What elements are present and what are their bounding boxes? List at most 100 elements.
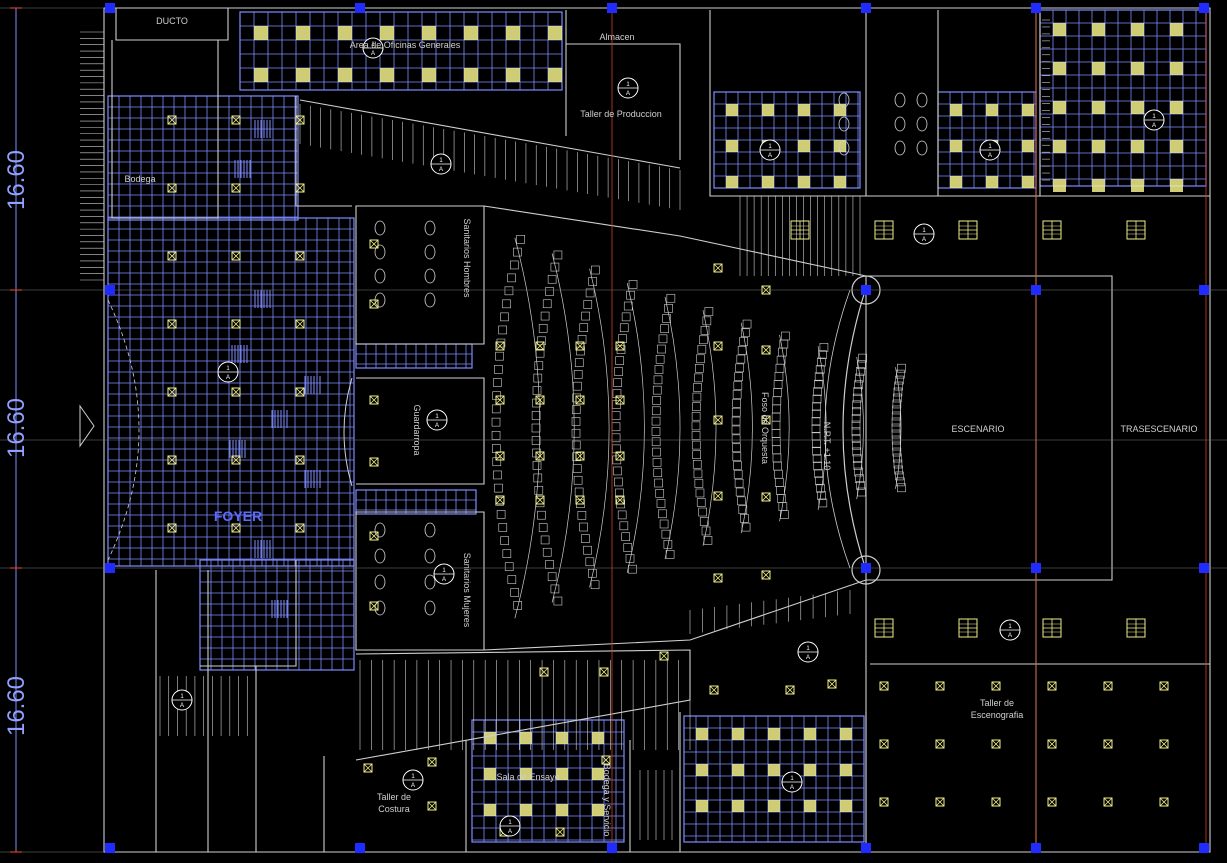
light-fixture	[231, 183, 241, 193]
seat-row	[691, 307, 717, 546]
light-fixture	[575, 451, 585, 461]
light-panel	[548, 26, 562, 40]
structural-column	[1031, 563, 1041, 573]
section-tag: 1A	[430, 153, 452, 175]
light-panel	[592, 732, 604, 744]
light-panel	[380, 26, 394, 40]
seat	[818, 498, 828, 508]
section-tag-top: 1	[768, 144, 772, 150]
seat	[665, 550, 675, 559]
seat	[542, 299, 552, 309]
light-fixture	[495, 495, 505, 505]
seat	[653, 375, 663, 385]
room-label-taller-costura-1: Taller de	[377, 792, 411, 802]
structural-column	[1199, 285, 1209, 295]
light-panel	[1131, 101, 1144, 114]
toilet-fixture	[424, 574, 436, 590]
section-tag-bottom: A	[768, 153, 772, 159]
light-panel	[556, 732, 568, 744]
seat	[579, 323, 589, 332]
seat	[818, 350, 827, 359]
ceiling-grid	[355, 343, 473, 369]
light-panel	[1053, 23, 1066, 36]
light-fixture	[535, 495, 545, 505]
section-tag-top: 1	[439, 158, 443, 164]
section-tag-bottom: A	[790, 785, 794, 791]
light-panel	[548, 68, 562, 82]
stair	[639, 770, 681, 840]
seat	[855, 474, 864, 484]
seat	[892, 441, 901, 451]
toilet-fixture	[374, 268, 386, 284]
seat	[611, 422, 621, 432]
light-panel	[1053, 140, 1066, 153]
axis-lines	[0, 7, 1227, 853]
section-tag: 1A	[217, 361, 239, 383]
seat	[891, 411, 901, 421]
dimension-label-top: 16.60	[3, 150, 30, 210]
section-tag: 1A	[979, 139, 1001, 161]
seat	[736, 354, 746, 364]
section-tag-top: 1	[180, 694, 184, 700]
seat	[733, 461, 742, 470]
seat	[771, 412, 781, 422]
seat	[628, 280, 638, 289]
light-panel	[834, 104, 846, 116]
light-panel	[520, 732, 532, 744]
seat	[692, 459, 702, 469]
hatched-cell	[231, 345, 248, 363]
section-tag: 1A	[426, 409, 448, 431]
room-label-oficinas: Area de Oficinas Generales	[350, 40, 461, 50]
seat	[891, 429, 901, 439]
seat	[817, 491, 826, 500]
seat	[691, 411, 701, 421]
seat	[492, 457, 502, 467]
light-fixture	[713, 341, 723, 351]
seat	[491, 431, 501, 440]
seat	[893, 459, 903, 469]
stair	[1042, 19, 1050, 181]
seat	[538, 324, 548, 333]
hatched-cell	[229, 440, 246, 458]
light-panel	[726, 176, 738, 188]
light-fixture	[713, 573, 723, 583]
light-fixture	[231, 251, 241, 261]
seat	[652, 447, 661, 457]
seat	[495, 351, 504, 361]
section-tag-top: 1	[626, 82, 630, 88]
light-panel	[950, 140, 962, 152]
seat	[577, 511, 587, 520]
structural-column	[1199, 3, 1209, 13]
seat	[704, 307, 714, 316]
section-tag: 1A	[913, 223, 935, 245]
light-fixture	[369, 395, 379, 405]
section-tag-bottom: A	[988, 153, 992, 159]
room-label-sanitarios-mujeres: Sanitarios Mujeres	[462, 553, 472, 628]
light-panel	[1170, 62, 1183, 75]
structural-column	[355, 3, 365, 13]
light-panel	[726, 140, 738, 152]
light-fixture	[761, 570, 771, 580]
light-panel	[254, 68, 268, 82]
seat	[814, 469, 823, 478]
light-panel	[840, 764, 852, 776]
section-tag-top: 1	[806, 646, 810, 652]
section-tag: 1A	[362, 37, 384, 59]
section-tag: 1A	[617, 77, 639, 99]
seat	[652, 385, 662, 395]
toilet-fixture	[838, 140, 850, 156]
light-fixture	[295, 523, 305, 533]
structural-column	[861, 843, 871, 853]
window-panel	[790, 220, 810, 240]
seat	[692, 392, 702, 402]
seat	[625, 554, 635, 563]
seat	[498, 523, 508, 532]
section-tag-bottom: A	[226, 375, 230, 381]
seat	[651, 437, 661, 447]
seat	[781, 331, 790, 341]
ceiling-grid	[471, 719, 625, 843]
seat	[614, 477, 623, 487]
seat	[699, 517, 709, 526]
seat	[590, 580, 600, 590]
light-fixture	[231, 387, 241, 397]
